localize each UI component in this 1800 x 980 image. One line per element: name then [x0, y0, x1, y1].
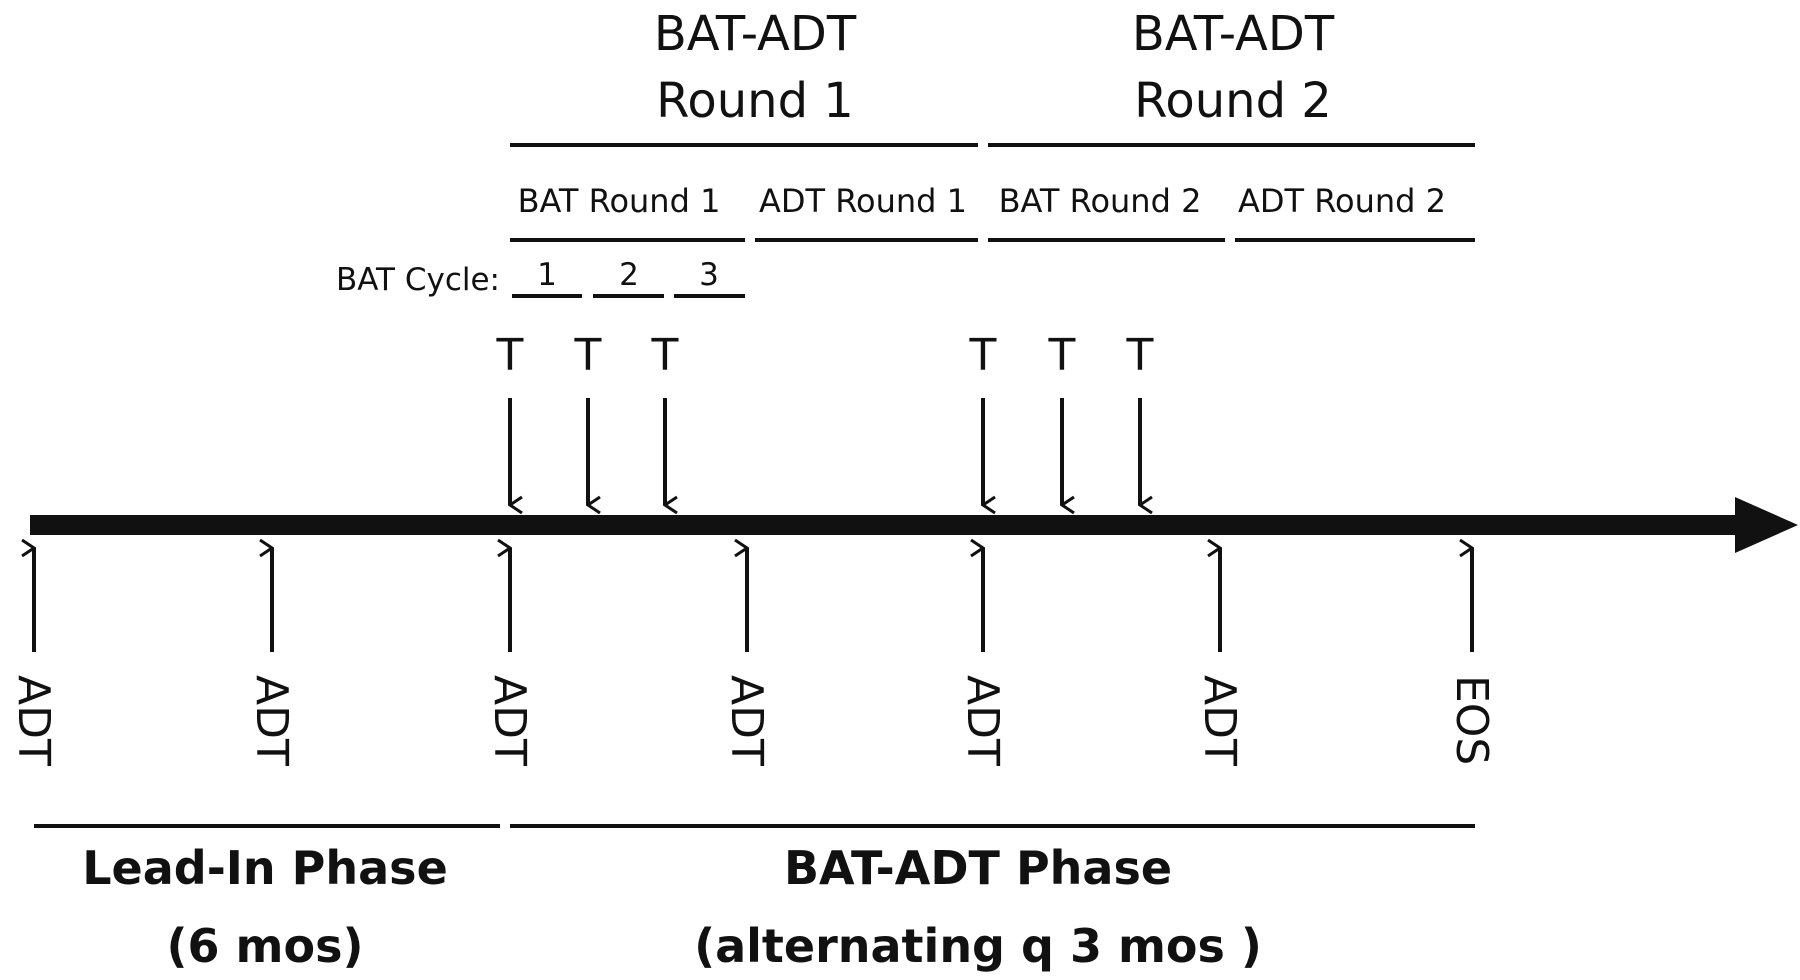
t-label-1: T [496, 330, 524, 381]
timepoint-label-3: ADT [484, 675, 535, 766]
bat-adt-phase-title: BAT-ADT Phase [784, 841, 1172, 895]
t-label-2: T [574, 330, 602, 381]
t-label-3: T [651, 330, 679, 381]
t-label-4: T [969, 330, 997, 381]
t-markers: T T T T T T [496, 330, 1154, 505]
bat-cycle-row: BAT Cycle: 1 2 3 [336, 257, 745, 298]
sub-round-bat-1: BAT Round 1 [518, 182, 721, 220]
sub-round-labels: BAT Round 1 ADT Round 1 BAT Round 2 ADT … [510, 182, 1475, 242]
timepoint-labels: ADT ADT ADT ADT ADT ADT EOS [8, 675, 1497, 766]
lead-in-phase-title: Lead-In Phase [82, 841, 448, 895]
round-1-title-line2: Round 1 [656, 73, 854, 129]
timepoint-label-1: ADT [8, 675, 59, 766]
sub-round-adt-2: ADT Round 2 [1238, 182, 1446, 220]
timepoint-label-6: ADT [1194, 675, 1245, 766]
lead-in-phase-duration: (6 mos) [167, 919, 364, 973]
round-2-title-line2: Round 2 [1134, 73, 1332, 129]
bat-cycle-label: BAT Cycle: [336, 262, 500, 298]
sub-round-bat-2: BAT Round 2 [999, 182, 1202, 220]
round-2-title-line1: BAT-ADT [1132, 6, 1335, 62]
timepoint-label-5: ADT [957, 675, 1008, 766]
round-headers: BAT-ADT Round 1 BAT-ADT Round 2 [510, 6, 1475, 147]
phase-section: Lead-In Phase (6 mos) BAT-ADT Phase (alt… [34, 824, 1475, 973]
timepoint-label-7: EOS [1446, 675, 1497, 765]
bat-cycle-3: 3 [699, 257, 719, 293]
timepoint-arrows [34, 548, 1474, 652]
timeline-arrowhead [1735, 497, 1798, 553]
timepoint-label-2: ADT [246, 675, 297, 766]
round-1-title-line1: BAT-ADT [654, 6, 857, 62]
timepoint-label-4: ADT [721, 675, 772, 766]
main-timeline [30, 497, 1798, 553]
bat-cycle-1: 1 [537, 257, 557, 293]
sub-round-adt-1: ADT Round 1 [759, 182, 967, 220]
t-label-6: T [1126, 330, 1154, 381]
bat-adt-phase-schedule: (alternating q 3 mos ) [694, 919, 1262, 973]
bat-cycle-2: 2 [619, 257, 639, 293]
t-label-5: T [1048, 330, 1076, 381]
